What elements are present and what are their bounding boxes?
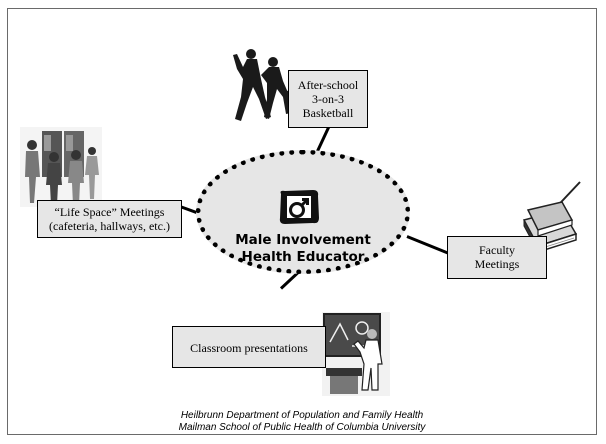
male-symbol-icon	[277, 188, 321, 226]
basketball-line2: 3-on-3	[312, 92, 344, 106]
life-space-line1: “Life Space” Meetings	[54, 205, 165, 219]
life-space-line2: (cafeteria, hallways, etc.)	[49, 219, 170, 233]
basketball-line1: After-school	[297, 78, 359, 92]
activity-box-basketball: After-school 3-on-3 Basketball	[288, 70, 368, 128]
footer-line1: Heilbrunn Department of Population and F…	[180, 410, 424, 421]
basketball-line3: Basketball	[302, 106, 354, 120]
classroom-line1: Classroom presentations	[190, 341, 308, 355]
activity-box-classroom: Classroom presentations	[172, 326, 326, 368]
activity-box-life-space: “Life Space” Meetings (cafeteria, hallwa…	[37, 200, 182, 238]
basketball-players-icon	[231, 47, 295, 125]
slide-frame	[7, 8, 597, 435]
activity-box-faculty: Faculty Meetings	[447, 236, 547, 279]
hub-title: Male Involvement Health Educator	[196, 232, 410, 266]
teacher-chalkboard-icon	[322, 312, 390, 396]
faculty-line2: Meetings	[474, 257, 520, 271]
faculty-line1: Faculty	[479, 243, 515, 257]
students-hallway-icon	[20, 127, 102, 207]
hub-ellipse	[196, 150, 410, 274]
hub-title-line1: Male Involvement	[235, 232, 371, 248]
hub-title-line2: Health Educator	[241, 249, 365, 265]
footer-line2: Mailman School of Public Health of Colum…	[178, 422, 426, 433]
